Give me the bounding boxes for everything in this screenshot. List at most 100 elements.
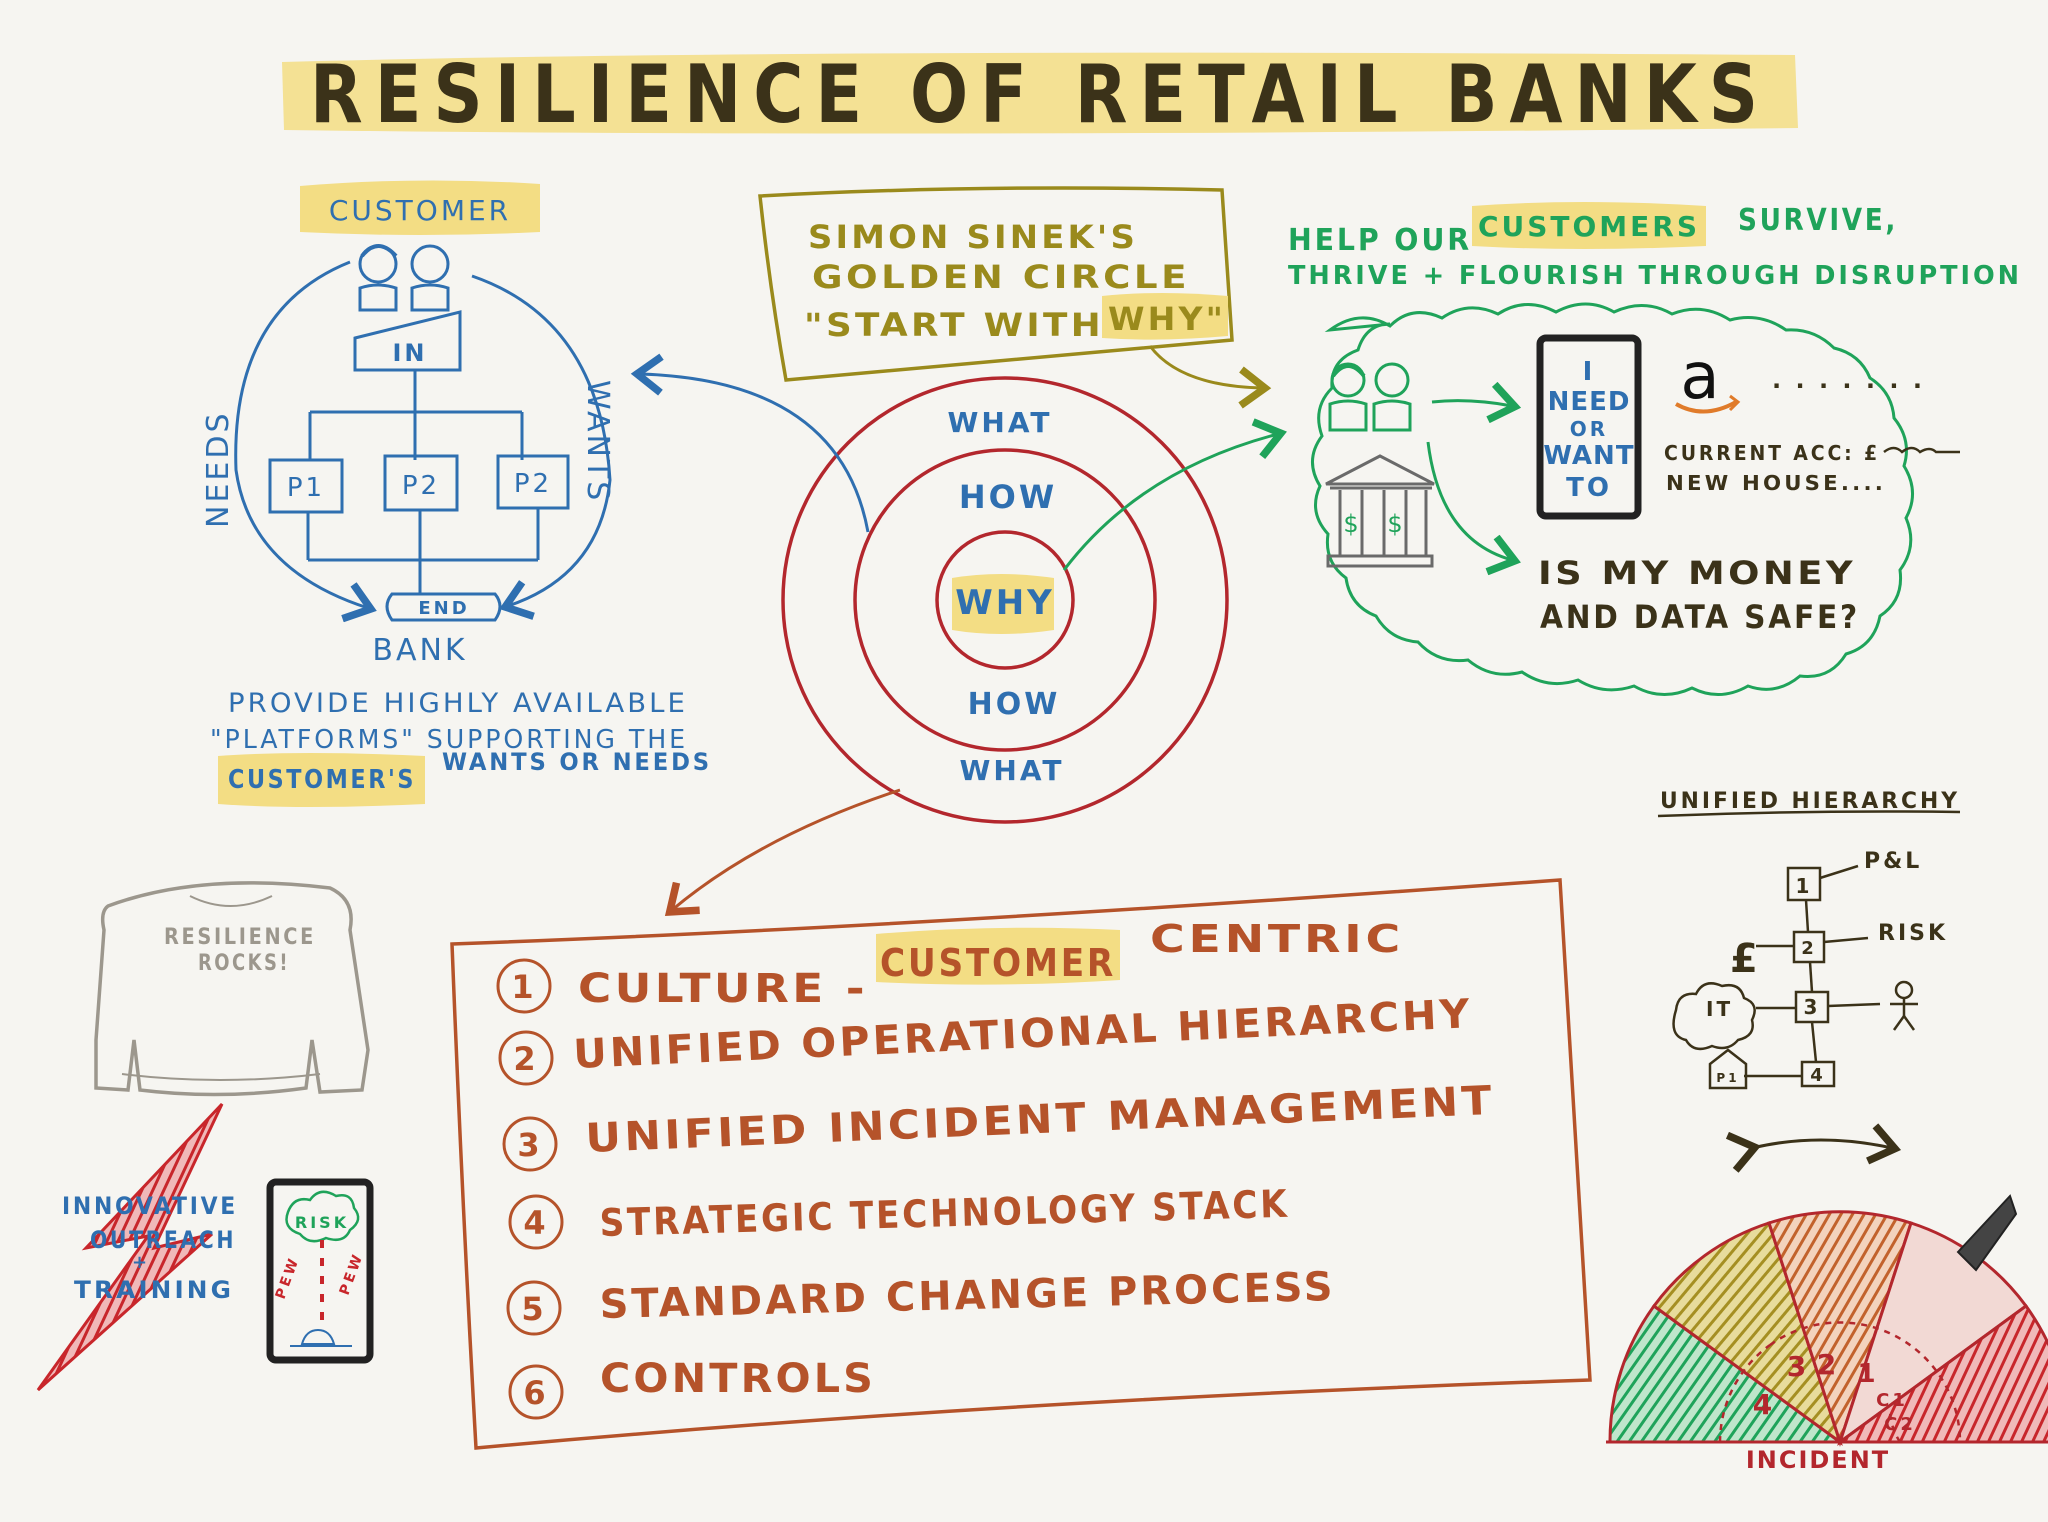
node-4-label: 4: [1810, 1065, 1826, 1086]
node-3-label: 3: [1804, 995, 1821, 1019]
end-label: END: [418, 598, 469, 619]
sector-4-label: 4: [1753, 1388, 1775, 1421]
golden-circle: [781, 376, 1229, 824]
provide-line-3b: WANTS OR NEEDS: [442, 748, 712, 776]
money-line-1: IS MY MONEY: [1538, 554, 1856, 592]
sector-2-label: 2: [1817, 1348, 1839, 1381]
how-top-label: HOW: [959, 478, 1057, 516]
needs-label: NEEDS: [201, 411, 236, 529]
list-item-1: 1 CULTURE - CUSTOMER CENTRIC: [496, 917, 1404, 1014]
p1-label: P1: [287, 473, 325, 503]
p1-box: [268, 458, 344, 514]
sector-red: [1835, 1303, 2048, 1444]
box-line-3b: WHY": [1108, 300, 1226, 338]
sweatshirt-text: RESILIENCE ROCKS!: [164, 925, 316, 976]
outer-circle: [781, 376, 1229, 824]
money-line-2: AND DATA SAFE?: [1540, 598, 1860, 636]
sweatshirt-line-2: ROCKS!: [198, 951, 290, 976]
customers-highlight-left: [218, 753, 425, 807]
list-text-1a: CULTURE -: [578, 966, 868, 1012]
sector-green: [1608, 1303, 1845, 1444]
in-box: [353, 310, 462, 372]
svg-text:$: $: [1387, 510, 1402, 538]
why-box-highlight: [1102, 293, 1228, 340]
list-item-3: 3 UNIFIED INCIDENT MANAGEMENT: [502, 1078, 1496, 1172]
list-text-4: STRATEGIC TECHNOLOGY STACK: [599, 1182, 1290, 1245]
page-title: RESILIENCE OF RETAIL BANKS: [310, 48, 1770, 141]
cloud-arrow-to-phone: [1431, 381, 1522, 424]
golden-circle-box: SIMON SINEK'S GOLDEN CIRCLE "START WITH …: [758, 186, 1272, 409]
amazon-logo: a: [1675, 340, 1741, 414]
provide-line-2: "PLATFORMS" SUPPORTING THE: [210, 725, 688, 755]
p2-label: P2: [402, 471, 440, 501]
new-house-line: NEW HOUSE....: [1666, 471, 1886, 495]
how-bottom-label: HOW: [968, 687, 1061, 722]
sector-3-label: 3: [1787, 1350, 1809, 1383]
box-arrow: [1148, 345, 1272, 409]
outreach-line-1: INNOVATIVE: [62, 1192, 238, 1220]
in-label: IN: [392, 339, 427, 367]
outreach-line-2: OUTREACH: [90, 1226, 236, 1254]
cloud-people-icons: [1328, 362, 1412, 432]
customer-highlight: [300, 180, 540, 235]
it-label: IT: [1706, 997, 1733, 1021]
list-text-3: UNIFIED INCIDENT MANAGEMENT: [584, 1078, 1495, 1162]
node-2-label: 2: [1801, 938, 1817, 959]
end-box: [385, 592, 502, 622]
p3-label: P2: [514, 469, 552, 499]
help-line-1a: HELP OUR: [1288, 223, 1472, 258]
need-want-phone: I NEED OR WANT TO: [1536, 334, 1642, 520]
list-num-1: 1: [511, 968, 536, 1006]
list-text-1c: CENTRIC: [1150, 917, 1404, 961]
wants-label: WANTS: [580, 380, 615, 503]
what-top-label: WHAT: [948, 406, 1053, 439]
list-item-6: 6 CONTROLS: [508, 1356, 876, 1420]
bank-flow-diagram: [234, 180, 612, 623]
incident-gauge: 4 3 2 1 C1 C2 INCIDENT: [1606, 1123, 2048, 1474]
list-num-6: 6: [523, 1374, 548, 1412]
c2-label: C2: [1884, 1414, 1916, 1435]
help-line-1c: SURVIVE,: [1738, 203, 1898, 238]
current-acc-line: CURRENT ACC: £: [1664, 441, 1880, 465]
hierarchy-title: UNIFIED HIERARCHY: [1660, 789, 1960, 814]
sweatshirt-line-1: RESILIENCE: [164, 925, 316, 950]
outreach-line-3: +: [132, 1252, 150, 1273]
list-num-5: 5: [521, 1290, 546, 1328]
lightning-bolt-icon: [36, 1102, 224, 1392]
incident-label: INCIDENT: [1746, 1446, 1890, 1474]
risk-phone: RISK PEW PEW: [266, 1178, 374, 1364]
bank-label: BANK: [372, 633, 467, 668]
provide-line-3a: CUSTOMER'S: [228, 765, 416, 795]
pew-2: PEW: [337, 1250, 367, 1297]
arrow-to-list: [664, 788, 901, 916]
help-line-2: THRIVE + FLOURISH THROUGH DISRUPTION: [1288, 261, 2022, 291]
house-label: P1: [1716, 1071, 1739, 1085]
node-1: [1786, 866, 1822, 902]
list-num-3: 3: [517, 1126, 542, 1164]
numbered-list: 1 CULTURE - CUSTOMER CENTRIC 2 UNIFIED O…: [496, 917, 1496, 1420]
title-highlight: [282, 52, 1798, 134]
box-line-2: GOLDEN CIRCLE: [812, 258, 1190, 296]
what-bottom-label: WHAT: [960, 754, 1065, 787]
title-group: RESILIENCE OF RETAIL BANKS: [282, 48, 1798, 141]
list-box: [450, 878, 1592, 1450]
cloud-arrow-to-safety: [1426, 441, 1521, 576]
why-highlight: [952, 574, 1054, 634]
wants-arc: [471, 274, 612, 620]
c1-label: C1: [1876, 1390, 1908, 1411]
list-text-6: CONTROLS: [600, 1356, 876, 1402]
phone-risk-label: RISK: [295, 1213, 349, 1232]
node-4: [1800, 1060, 1836, 1088]
list-text-1b: CUSTOMER: [880, 941, 1116, 985]
customer-icons: [358, 244, 450, 312]
list-item-5: 5 STANDARD CHANGE PROCESS: [506, 1264, 1336, 1336]
outreach-line-4: TRAINING: [74, 1276, 234, 1304]
gauge-needle: [1956, 1194, 2018, 1272]
bank-building-icon: $ $: [1325, 454, 1435, 568]
customers-highlight-right: [1472, 202, 1706, 249]
inner-circle: [935, 530, 1075, 670]
thought-cloud: [1311, 302, 1914, 696]
sweatshirt-sketch: [94, 881, 370, 1097]
p3-box: [496, 454, 570, 510]
